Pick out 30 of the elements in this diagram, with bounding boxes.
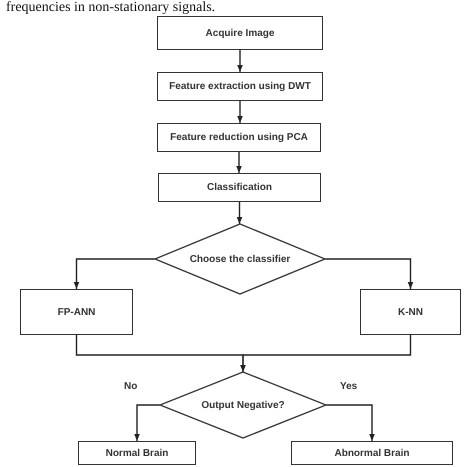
edge-label: Yes — [340, 381, 358, 392]
arrow — [240, 335, 412, 372]
arrow — [74, 258, 155, 289]
process-box — [78, 441, 196, 465]
arrow — [326, 404, 375, 441]
process-box — [157, 16, 323, 50]
node-label: Classification — [206, 182, 272, 193]
arrow — [237, 101, 243, 123]
node-label: Normal Brain — [106, 448, 168, 458]
process-box — [158, 173, 321, 202]
process-box — [157, 72, 323, 101]
node-label: Feature reduction using PCA — [170, 132, 308, 143]
process-box — [360, 289, 461, 335]
edge-label: No — [124, 381, 138, 392]
arrow — [134, 404, 160, 441]
process-box — [20, 289, 133, 335]
node-label: Choose the classifier — [190, 254, 290, 264]
arrow — [236, 152, 242, 173]
node-label: Abnormal Brain — [334, 448, 410, 458]
body-text: frequencies in non-stationary signals. — [6, 0, 216, 15]
process-box — [157, 123, 321, 152]
node-label: Output Negative? — [201, 400, 285, 410]
node-label: Acquire Image — [206, 28, 274, 38]
arrow — [236, 202, 242, 224]
arrow — [237, 50, 243, 72]
node-label: Feature extraction using DWT — [169, 81, 311, 92]
node-label: FP-ANN — [58, 306, 96, 318]
node-label: K-NN — [398, 306, 423, 318]
arrow — [325, 258, 414, 289]
process-box — [291, 441, 453, 465]
